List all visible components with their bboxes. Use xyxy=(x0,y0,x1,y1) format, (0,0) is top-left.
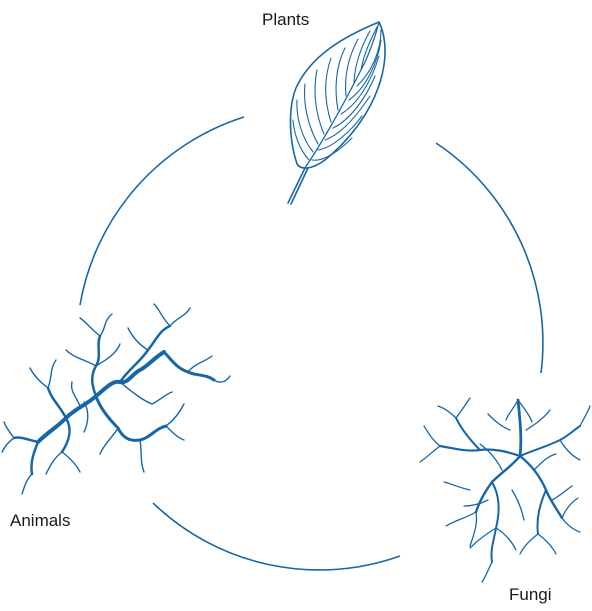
blood-vessel-network-icon xyxy=(2,304,230,494)
node-label-plants: Plants xyxy=(262,10,309,30)
arc-fungi-to-animals xyxy=(153,503,400,570)
arc-animals-to-plants xyxy=(80,117,244,305)
node-label-fungi: Fungi xyxy=(509,585,552,605)
cycle-arcs xyxy=(80,117,543,570)
mycelium-network-icon xyxy=(420,398,590,582)
leaf-icon xyxy=(288,22,385,204)
node-label-animals: Animals xyxy=(10,511,70,531)
arc-plants-to-fungi xyxy=(436,143,543,373)
